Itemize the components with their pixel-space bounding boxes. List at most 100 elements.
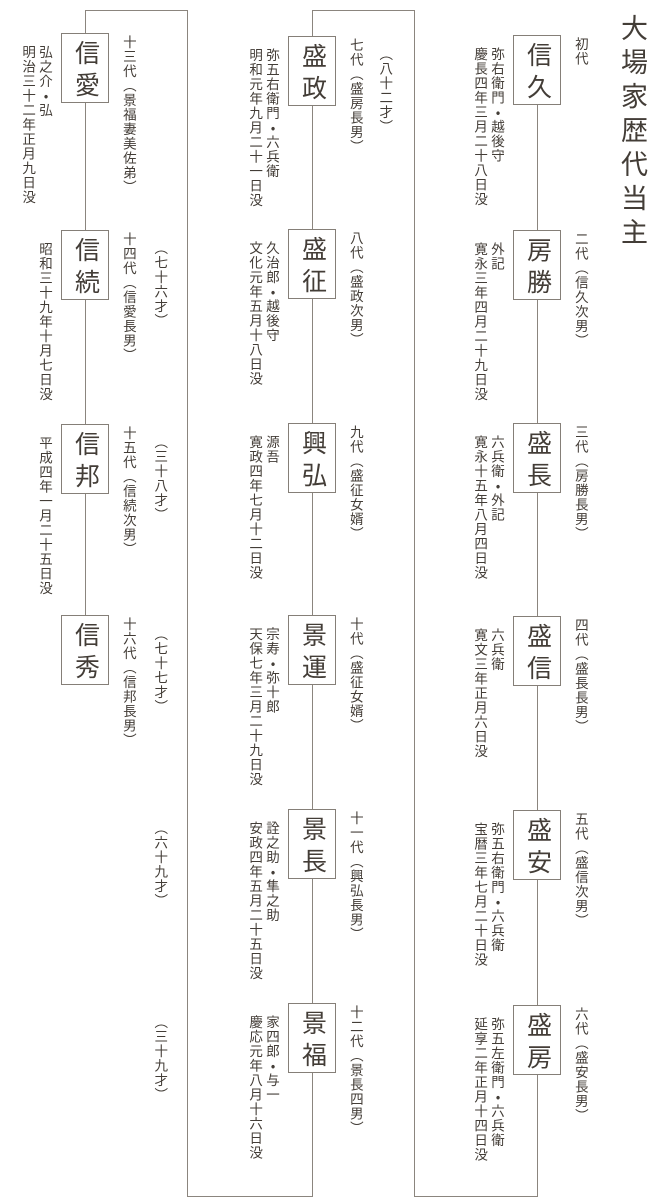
head-name-box: 盛征 [288,229,336,300]
death-date-and-aliases: 六兵衛・外記寛永十五年八月四日没 [470,435,504,580]
head-name-box: 景福 [288,1003,336,1074]
generation-label: 八代（盛政次男） [347,231,363,347]
death-date: 寛文三年正月六日没 [472,628,488,759]
death-date: 寛永三年四月二十九日没 [472,242,488,402]
head-name: 盛征 [298,235,326,300]
generation-label: 四代（盛長長男） [572,618,588,734]
aliases: 詮之助・隼之助 [264,821,279,923]
generation-label: 五代（盛信次男） [572,812,588,928]
generation-label: 初代 [572,37,588,66]
connector-line-horizontal [85,10,188,11]
aliases: 弘之介・弘 [37,45,52,118]
death-date: 安政四年五月二十五日没 [247,821,263,981]
connector-line-horizontal [187,1196,313,1197]
head-name-box: 盛安 [513,810,561,881]
death-date-and-aliases: 弥五右衛門・六兵衛宝暦三年七月二十日没 [470,822,504,967]
head-name-box: 信愛 [61,33,109,104]
age-at-death: （七十六才） [152,241,168,328]
head-name-box: 興弘 [288,423,336,494]
death-date: 寛政四年七月十二日没 [247,435,263,580]
death-date-and-aliases: 久治郎・越後守文化元年五月十八日没（七十六才） [150,241,279,386]
generation-label: 十一代（興弘長男） [347,811,363,942]
death-date: 宝暦三年七月二十日没 [472,822,488,967]
connector-line-horizontal [312,10,415,11]
death-date: 昭和三十九年十月七日没 [37,242,52,402]
connector-line-vertical [414,10,415,1196]
death-date: 寛永十五年八月四日没 [472,435,488,580]
death-date-and-aliases: 宗寿・弥十郎天保七年三月二十九日没 （七十七才） [150,627,279,787]
head-name-box: 信邦 [61,424,109,495]
head-name-box: 房勝 [513,230,561,301]
head-name: 信秀 [71,621,99,686]
death-date: 文化元年五月十八日没 [247,241,263,386]
death-date: 延享二年正月十四日没 [472,1017,488,1162]
head-name: 盛政 [298,42,326,107]
death-date: 明和元年九月二十一日没 [247,48,263,208]
death-date: 平成四年一月二十五日没 [37,436,52,596]
generation-label: 十代（盛征女婿） [347,617,363,733]
chart-title: 大場家歴代当主 [617,14,647,252]
generation-label: 十四代（信愛長男） [120,232,136,363]
head-name: 盛長 [523,429,551,494]
head-name-box: 景運 [288,615,336,686]
aliases: 弥五右衛門・六兵衛 [489,822,504,953]
death-date: 慶応元年八月十六日没 [247,1015,263,1160]
generation-label: 十二代（景長四男） [347,1005,363,1136]
connector-line-horizontal [414,1196,538,1197]
generation-label: 十三代（景福妻美佐弟） [120,35,136,195]
head-name: 房勝 [523,236,551,301]
head-name-box: 信秀 [61,615,109,686]
head-name: 盛安 [523,816,551,881]
connector-line-vertical [85,10,86,648]
head-name-box: 盛信 [513,616,561,687]
generation-label: 三代（房勝長男） [572,425,588,541]
aliases: 源吾 [264,435,279,464]
generation-label: 十五代（信続次男） [120,426,136,557]
death-date-and-aliases: 平成四年一月二十五日没 [35,436,52,596]
age-at-death: （三十八才） [152,435,168,522]
head-name-box: 盛房 [513,1005,561,1076]
death-date-and-aliases: 源吾寛政四年七月十二日没 （三十八才） [150,435,279,580]
death-date-and-aliases: 弥五右衛門・六兵衛明和元年九月二十一日没 [245,48,279,208]
age-at-death: （六十九才） [152,821,168,908]
head-name: 景運 [298,621,326,686]
death-date-and-aliases: 外記寛永三年四月二十九日没 [470,242,504,402]
death-date-and-aliases: 昭和三十九年十月七日没 [35,242,52,402]
generation-label: 六代（盛安長男） [572,1007,588,1123]
aliases: 弥五右衛門・六兵衛 [264,48,279,179]
connector-line-vertical [187,10,188,1196]
generation-label: 九代（盛征女婿） [347,425,363,541]
head-name: 信邦 [71,430,99,495]
age-at-death: （八十二才） [377,47,393,134]
head-name: 信続 [71,236,99,301]
generation-label: 十六代（信邦長男） [120,617,136,748]
head-name-box: 景長 [288,809,336,880]
head-name-box: 信久 [513,35,561,106]
death-date: 天保七年三月二十九日没 [247,627,263,787]
head-name: 興弘 [298,429,326,494]
head-name-box: 盛政 [288,36,336,107]
aliases: 外記 [489,242,504,271]
death-date-and-aliases: 弥五左衛門・六兵衛延享二年正月十四日没 [470,1017,504,1162]
head-name: 景福 [298,1009,326,1074]
age-at-death: （三十九才） [152,1015,168,1102]
aliases: 六兵衛 [489,628,504,672]
aliases: 弥右衛門・越後守 [489,47,504,163]
aliases: 六兵衛・外記 [489,435,504,522]
head-name-box: 信続 [61,230,109,301]
death-date-and-aliases: 六兵衛寛文三年正月六日没 [470,628,504,759]
head-name-box: 盛長 [513,423,561,494]
age-at-death: （五十九才） [0,45,18,205]
death-date-and-aliases: 家四郎・与一慶応元年八月十六日没 （三十九才） [150,1015,279,1160]
generation-label: 二代（信久次男） [572,232,588,348]
head-name: 盛房 [523,1011,551,1076]
age-at-death: （七十七才） [152,627,168,714]
head-name: 信久 [523,41,551,106]
death-date: 慶長四年三月二十八日没 [472,47,488,207]
death-date-and-aliases: 詮之助・隼之助安政四年五月二十五日没 （六十九才） [150,821,279,981]
aliases: 弥五左衛門・六兵衛 [489,1017,504,1148]
aliases: 宗寿・弥十郎 [264,627,279,714]
aliases: 家四郎・与一 [264,1015,279,1102]
